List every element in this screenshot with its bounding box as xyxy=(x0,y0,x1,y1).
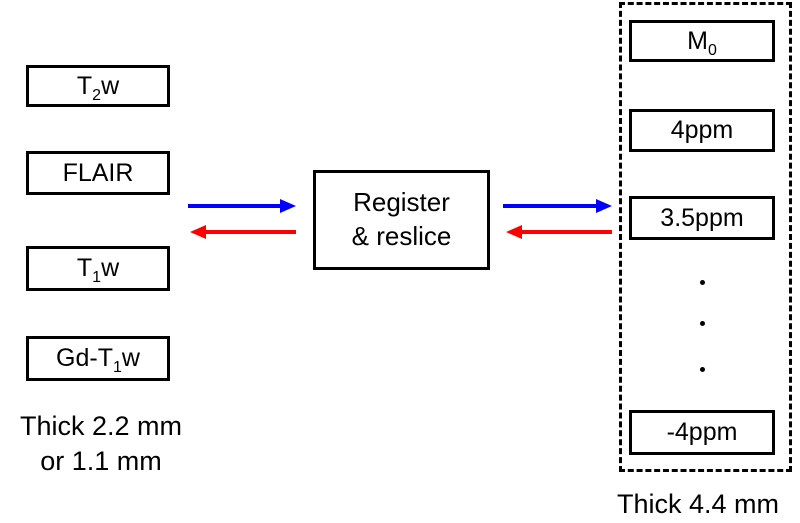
3-5ppm-box: 3.5ppm xyxy=(629,196,775,240)
gd-t1w-box: Gd-T1w xyxy=(26,336,170,381)
minus-4ppm-label: -4ppm xyxy=(666,418,738,446)
cest-series-frame xyxy=(619,2,792,472)
ellipsis-dot-2 xyxy=(700,321,705,326)
ellipsis-dot-3 xyxy=(700,367,705,372)
3-5ppm-label: 3.5ppm xyxy=(660,203,744,232)
flair-box: FLAIR xyxy=(26,151,170,195)
flair-label: FLAIR xyxy=(62,158,134,187)
t2w-label: T2w xyxy=(76,71,120,104)
backward-arrowhead-left xyxy=(190,225,206,239)
gd-t1w-label: Gd-T1w xyxy=(56,344,140,376)
backward-arrowhead-right xyxy=(506,225,522,239)
right-thickness-caption: Thick 4.4 mm xyxy=(598,487,798,522)
left-caption-line1: Thick 2.2 mm xyxy=(19,411,183,441)
register-label: Register xyxy=(353,187,450,218)
t1w-label: T1w xyxy=(76,254,120,286)
reslice-label: & reslice xyxy=(351,221,452,251)
t1w-box: T1w xyxy=(26,246,170,291)
right-caption-text: Thick 4.4 mm xyxy=(616,489,780,519)
forward-arrowhead-left xyxy=(280,199,296,213)
m0-box: M0 xyxy=(629,20,775,62)
t2w-box: T2w xyxy=(26,65,170,107)
4ppm-box: 4ppm xyxy=(629,109,775,152)
4ppm-label: 4ppm xyxy=(670,116,734,144)
register-reslice-box: Register & reslice xyxy=(313,170,490,270)
forward-arrowhead-right xyxy=(596,199,612,213)
minus-4ppm-box: -4ppm xyxy=(629,410,775,455)
ellipsis-dot-1 xyxy=(700,280,705,285)
left-caption-line2: or 1.1 mm xyxy=(40,446,162,477)
left-thickness-caption: Thick 2.2 mm or 1.1 mm xyxy=(0,409,202,479)
m0-label: M0 xyxy=(687,26,717,59)
